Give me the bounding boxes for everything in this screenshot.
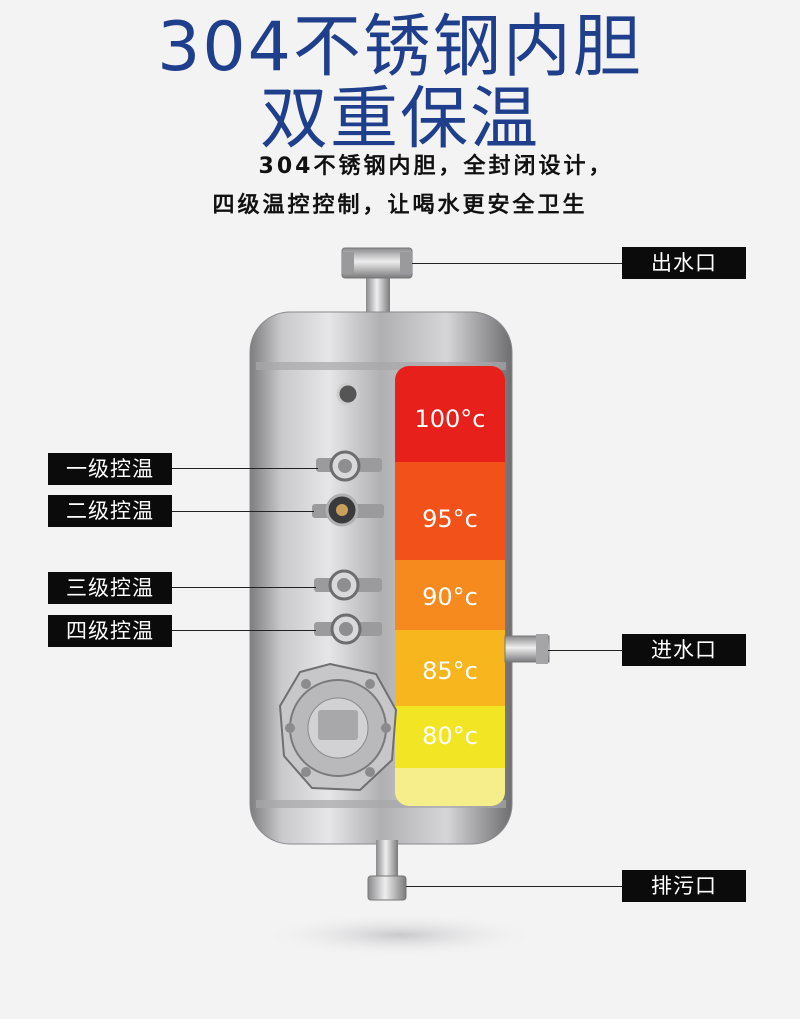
leader-line-level4 bbox=[172, 630, 316, 631]
thermostat-fitting-3 bbox=[314, 569, 382, 601]
thermostat-fitting-1 bbox=[316, 450, 382, 482]
label-thermostat-level2: 二级控温 bbox=[48, 495, 172, 527]
subtitle-line-1: 304不锈钢内胆，全封闭设计， bbox=[258, 154, 614, 179]
leader-line-level1 bbox=[172, 468, 318, 469]
temp-label-85: 85°c bbox=[422, 657, 478, 685]
temp-label-95: 95°c bbox=[422, 505, 478, 533]
label-drain: 排污口 bbox=[622, 870, 746, 902]
temperature-cutaway bbox=[395, 366, 505, 806]
heating-flange bbox=[278, 662, 398, 792]
thermostat-fitting-4 bbox=[314, 613, 382, 645]
drain-pipe bbox=[376, 840, 398, 884]
leader-line-inlet bbox=[548, 650, 622, 651]
headline-line-2: 双重保温 bbox=[259, 80, 540, 159]
label-thermostat-level3: 三级控温 bbox=[48, 572, 172, 604]
leader-line-level2 bbox=[172, 511, 314, 512]
temp-label-100: 100°c bbox=[414, 405, 486, 433]
label-thermostat-level4: 四级控温 bbox=[48, 615, 172, 647]
headline-line-1: 304不锈钢内胆 bbox=[157, 8, 643, 87]
temp-label-90: 90°c bbox=[422, 583, 478, 611]
tank-shadow bbox=[260, 913, 540, 957]
thermostat-fitting-2 bbox=[312, 493, 384, 527]
leader-line-outlet bbox=[412, 263, 622, 264]
label-inlet: 进水口 bbox=[622, 634, 746, 666]
subtitle-line-2: 四级温控控制，让喝水更安全卫生 bbox=[212, 193, 588, 218]
leader-line-level3 bbox=[172, 587, 316, 588]
label-outlet: 出水口 bbox=[622, 247, 746, 279]
label-thermostat-level1: 一级控温 bbox=[48, 453, 172, 485]
temp-label-80: 80°c bbox=[422, 722, 478, 750]
leader-line-drain bbox=[406, 886, 622, 887]
